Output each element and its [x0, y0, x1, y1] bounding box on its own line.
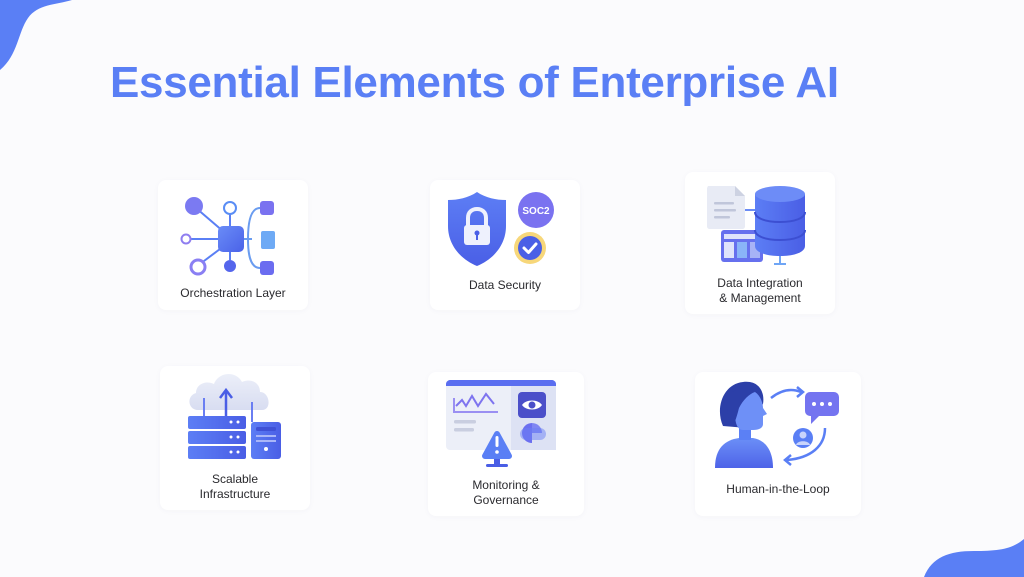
element-label: Data Security [468, 278, 542, 292]
dashboard-alert-icon [446, 380, 556, 467]
checkmark-badge-icon [514, 232, 546, 264]
element-label-line2: & Management [719, 291, 801, 305]
element-label: Monitoring & Governance [428, 478, 584, 508]
soc2-badge-icon: SOC2 [518, 192, 554, 228]
element-card-data-security: SOC2 Data Security [430, 180, 580, 310]
element-label-line2: Governance [473, 493, 539, 507]
element-card-monitoring-governance: Monitoring & Governance [428, 372, 584, 516]
database-document-icon [707, 186, 806, 265]
element-label-line2: Infrastructure [199, 487, 271, 501]
element-label: Human-in-the-Loop [726, 482, 830, 496]
corner-blob-bottom-right [924, 539, 1024, 577]
cloud-server-icon [188, 373, 281, 459]
element-label: Scalable Infrastructure [160, 472, 310, 502]
person-chat-loop-icon [715, 381, 839, 468]
element-label-line1: Data Integration [717, 276, 803, 290]
element-label: Orchestration Layer [180, 286, 286, 300]
element-card-orchestration-layer: Orchestration Layer [158, 180, 308, 310]
element-label-line1: Monitoring & [472, 478, 540, 492]
element-card-human-in-the-loop: Human-in-the-Loop [695, 372, 861, 516]
soc2-badge-text: SOC2 [522, 206, 550, 217]
element-label: Data Integration & Management [685, 276, 835, 306]
element-card-scalable-infrastructure: Scalable Infrastructure [160, 366, 310, 510]
page-title: Essential Elements of Enterprise AI [110, 58, 839, 107]
corner-blob-top-left [0, 0, 72, 70]
orchestration-network-icon [180, 197, 275, 276]
element-label-line1: Scalable [211, 472, 259, 486]
shield-lock-icon [448, 192, 506, 266]
element-card-data-integration: Data Integration & Management [685, 172, 835, 314]
